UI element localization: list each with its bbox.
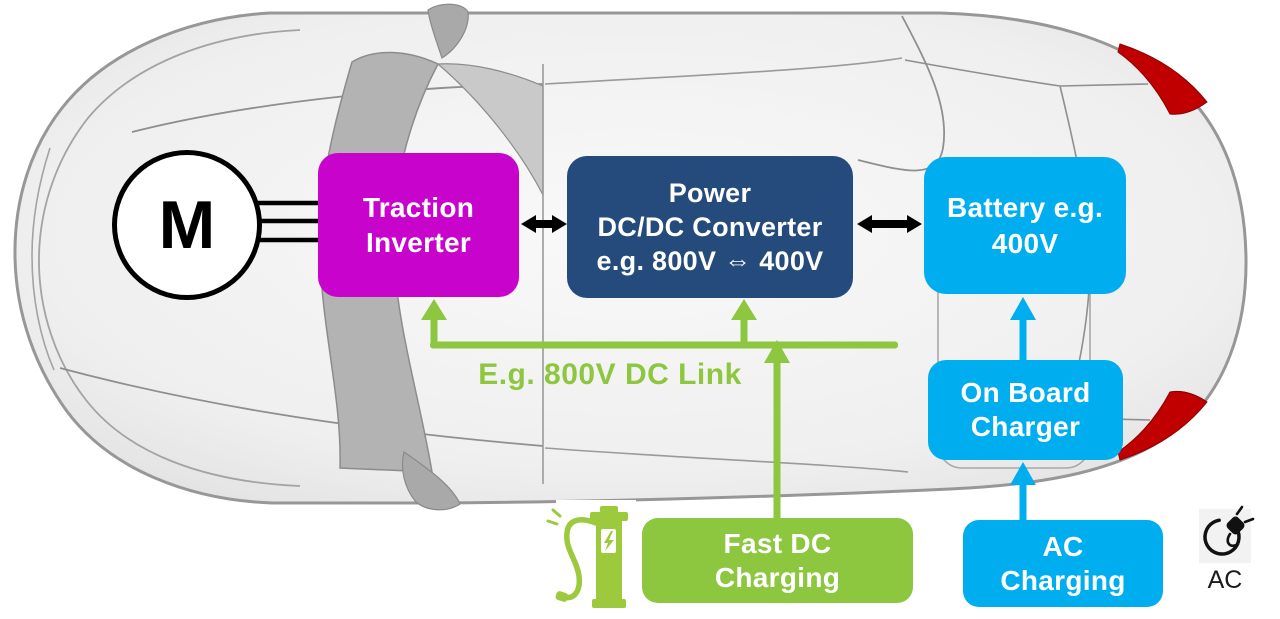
taillight-bottom-icon	[1117, 391, 1208, 461]
dc-link-label: E.g. 800V DC Link	[478, 358, 742, 391]
dcdc-label-3: e.g. 800V ⇔ 400V	[596, 246, 824, 276]
motor-node: M	[112, 150, 262, 300]
ac-plug-icon	[1199, 505, 1255, 563]
dcdc-label-2: DC/DC Converter	[597, 212, 823, 242]
arrow-inverter-dcdc	[521, 215, 567, 233]
ac-charging-label-1: AC	[1042, 530, 1084, 562]
car-front-inner-line	[38, 29, 301, 487]
traction-inverter-label-1: Traction	[362, 192, 475, 223]
traction-inverter-box: Traction Inverter	[318, 153, 519, 297]
dcdc-label-1: Power	[668, 178, 752, 208]
ac-charging-label-2: Charging	[1000, 564, 1126, 596]
fast-dc-label-1: Fast DC	[723, 527, 832, 559]
arrow-dcdc-battery	[857, 215, 922, 233]
obc-label-1: On Board	[960, 377, 1091, 408]
fast-dc-label-2: Charging	[714, 561, 841, 593]
battery-box: Battery e.g. 400V	[924, 157, 1126, 294]
power-dcdc-converter-box: Power DC/DC Converter e.g. 800V ⇔ 400V	[567, 156, 853, 298]
on-board-charger-box: On Board Charger	[928, 360, 1123, 460]
dc-link-bus	[421, 299, 898, 518]
battery-label-1: Battery e.g.	[946, 191, 1104, 223]
charging-station-icon	[546, 500, 636, 614]
car-window-line-top	[544, 57, 903, 85]
side-mirror-top-icon	[427, 3, 469, 59]
car-bumper-line	[31, 147, 55, 371]
side-mirror-bottom-icon	[401, 451, 461, 511]
motor-label: M	[158, 187, 216, 263]
obc-label-2: Charger	[970, 411, 1081, 442]
car-window-line-bottom	[544, 447, 909, 473]
battery-label-2: 400V	[991, 227, 1059, 259]
fast-dc-charging-box: Fast DC Charging	[642, 518, 913, 603]
car-hood-line-bottom	[59, 367, 544, 447]
ac-charging-box: AC Charging	[963, 520, 1163, 607]
traction-inverter-label-2: Inverter	[365, 227, 472, 258]
ac-plug-caption: AC	[1207, 566, 1243, 594]
car-rear-window-line	[857, 15, 945, 172]
taillight-top-icon	[1117, 43, 1208, 115]
arrow-ac-obc	[1010, 462, 1036, 521]
arrow-obc-battery	[1010, 297, 1036, 360]
